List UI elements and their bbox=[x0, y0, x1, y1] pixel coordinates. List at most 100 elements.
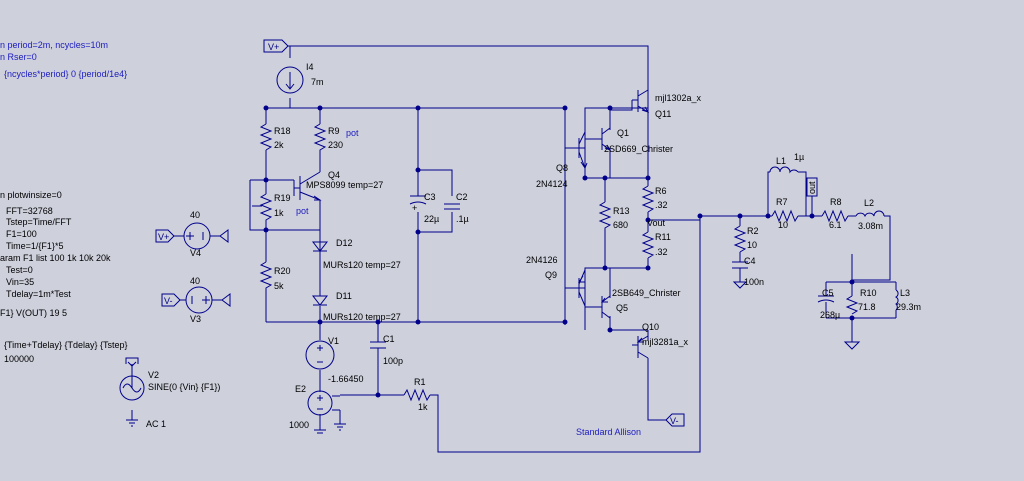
voltage-source-v2[interactable]: V2 SINE(0 {Vin} {F1}) AC 1 bbox=[119, 357, 220, 429]
net-label-vminus-out: V- bbox=[665, 413, 685, 427]
fft-line-4: F1=100 bbox=[6, 229, 37, 239]
e2-value: 1000 bbox=[289, 420, 309, 430]
v1-value: -1.66450 bbox=[328, 374, 364, 384]
c2-value: .1µ bbox=[456, 214, 469, 224]
vcvs-e2[interactable]: E2 1000 bbox=[289, 384, 346, 434]
v4-value: 40 bbox=[190, 210, 200, 220]
r18-value: 2k bbox=[274, 140, 284, 150]
resistor-r20[interactable]: R20 5k bbox=[259, 261, 291, 294]
diode-d11[interactable]: D11 MURs120 temp=27 bbox=[311, 291, 401, 322]
transistor-q4[interactable]: Q4 MPS8099 temp=27 bbox=[294, 170, 383, 201]
d12-name: D12 bbox=[336, 238, 353, 248]
transistor-q9[interactable]: 2N4126 Q9 bbox=[526, 255, 586, 307]
q1-value: 2SD669_Christer bbox=[604, 144, 673, 154]
net-label-vplus-top: V+ bbox=[263, 39, 289, 53]
c5-value: 268µ bbox=[820, 310, 840, 320]
l2-name: L2 bbox=[864, 198, 874, 208]
resistor-r9[interactable]: R9 230 pot bbox=[313, 123, 359, 152]
c4-name: C4 bbox=[744, 256, 756, 266]
l3-value: 29.3m bbox=[896, 302, 921, 312]
inductor-l3[interactable]: L3 29.3m bbox=[894, 288, 921, 312]
transistor-q11[interactable]: mjl1302a_x Q11 bbox=[637, 89, 702, 119]
resistor-r10[interactable]: R10 71.8 bbox=[845, 288, 877, 315]
i4-value: 7m bbox=[311, 77, 324, 87]
r10-value: 71.8 bbox=[858, 302, 876, 312]
inductor-l2[interactable]: L2 3.08m bbox=[855, 198, 885, 231]
directive-2: n Rser=0 bbox=[0, 52, 37, 62]
transistor-q1[interactable]: Q1 2SD669_Christer bbox=[585, 127, 673, 154]
fft-line-7: Test=0 bbox=[6, 265, 33, 275]
r9-name: R9 bbox=[328, 126, 340, 136]
i4-name: I4 bbox=[306, 62, 314, 72]
directive-3: {ncycles*period} 0 {period/1e4} bbox=[4, 69, 127, 79]
r20-value: 5k bbox=[274, 281, 284, 291]
l1-name: L1 bbox=[776, 156, 786, 166]
r18-name: R18 bbox=[274, 126, 291, 136]
voltage-source-v4[interactable]: 40 V4 bbox=[183, 210, 229, 258]
resistor-r1[interactable]: R1 1k bbox=[403, 377, 431, 412]
resistor-r2[interactable]: R2 10 bbox=[733, 225, 759, 253]
r2-name: R2 bbox=[747, 226, 759, 236]
l2-value: 3.08m bbox=[858, 221, 883, 231]
r10-name: R10 bbox=[860, 288, 877, 298]
r20-name: R20 bbox=[274, 266, 291, 276]
voltage-source-v3[interactable]: 40 V3 bbox=[185, 276, 231, 324]
q4-name: Q4 bbox=[328, 170, 340, 180]
q8-value: 2N4124 bbox=[536, 179, 568, 189]
v1-name: V1 bbox=[328, 336, 339, 346]
capacitor-c3[interactable]: + C3 22µ bbox=[409, 192, 439, 224]
q10-value: mjl3281a_x bbox=[642, 337, 689, 347]
r19-note: pot bbox=[296, 206, 309, 216]
v3-value: 40 bbox=[190, 276, 200, 286]
capacitor-c1[interactable]: C1 100p bbox=[370, 334, 403, 366]
spice-directives: n period=2m, ncycles=10m n Rser=0 {ncycl… bbox=[0, 40, 128, 364]
v4-name: V4 bbox=[190, 248, 201, 258]
e2-name: E2 bbox=[295, 384, 306, 394]
q8-name: Q8 bbox=[556, 163, 568, 173]
resistor-r8[interactable]: R8 6.1 bbox=[821, 197, 849, 230]
resistor-r6[interactable]: R6 .32 bbox=[641, 185, 668, 213]
r8-value: 6.1 bbox=[829, 220, 842, 230]
l1-value: 1µ bbox=[794, 152, 804, 162]
fft-line-9: Tdelay=1m*Test bbox=[6, 289, 71, 299]
capacitor-c2[interactable]: C2 .1µ bbox=[444, 192, 469, 224]
capacitor-c5[interactable]: C5 268µ bbox=[817, 288, 840, 320]
q5-value: 2SB649_Christer bbox=[612, 288, 681, 298]
resistor-r11[interactable]: R11 .32 bbox=[641, 231, 671, 259]
c5-name: C5 bbox=[822, 288, 834, 298]
r11-value: .32 bbox=[655, 247, 668, 257]
r19-value: 1k bbox=[274, 208, 284, 218]
vminus-out-text: V- bbox=[670, 416, 679, 426]
r13-value: 680 bbox=[613, 220, 628, 230]
tran-line-1: {Time+Tdelay} {Tdelay} {Tstep} bbox=[4, 340, 128, 350]
r19-name: R19 bbox=[274, 193, 291, 203]
transistor-q10[interactable]: Q10 mjl3281a_x bbox=[636, 322, 689, 359]
r9-value: 230 bbox=[328, 140, 343, 150]
d11-value: MURs120 temp=27 bbox=[323, 312, 401, 322]
transistor-q5[interactable]: 2SB649_Christer Q5 bbox=[585, 288, 681, 319]
diode-d12[interactable]: D12 MURs120 temp=27 bbox=[311, 238, 401, 270]
fft-line-1: n plotwinsize=0 bbox=[0, 190, 62, 200]
d11-name: D11 bbox=[336, 291, 352, 301]
c1-name: C1 bbox=[383, 334, 395, 344]
resistor-r7[interactable]: R7 10 bbox=[771, 197, 799, 230]
vminus-v3-text: V- bbox=[164, 296, 173, 306]
net-label-vminus-v3: V- bbox=[161, 293, 181, 307]
v3-name: V3 bbox=[190, 314, 201, 324]
capacitor-c4[interactable]: C4 100n bbox=[732, 256, 764, 289]
resistor-r19[interactable]: R19 1k pot bbox=[252, 193, 309, 226]
vplus-top-text: V+ bbox=[268, 42, 279, 52]
inductor-l1[interactable]: L1 1µ bbox=[769, 152, 804, 174]
q4-value: MPS8099 temp=27 bbox=[306, 180, 383, 190]
ground-symbols bbox=[843, 341, 861, 350]
current-source-i4[interactable]: I4 7m bbox=[276, 62, 324, 94]
resistor-r18[interactable]: R18 2k bbox=[259, 123, 291, 151]
transistor-q8[interactable]: Q8 2N4124 bbox=[536, 131, 588, 189]
c3-name: C3 bbox=[424, 192, 436, 202]
out-label: out bbox=[807, 181, 817, 194]
voltage-source-v1[interactable]: V1 -1.66450 bbox=[305, 336, 364, 384]
c4-value: 100n bbox=[744, 277, 764, 287]
resistor-r13[interactable]: R13 680 bbox=[598, 201, 630, 232]
fft-line-3: Tstep=Time/FFT bbox=[6, 217, 72, 227]
